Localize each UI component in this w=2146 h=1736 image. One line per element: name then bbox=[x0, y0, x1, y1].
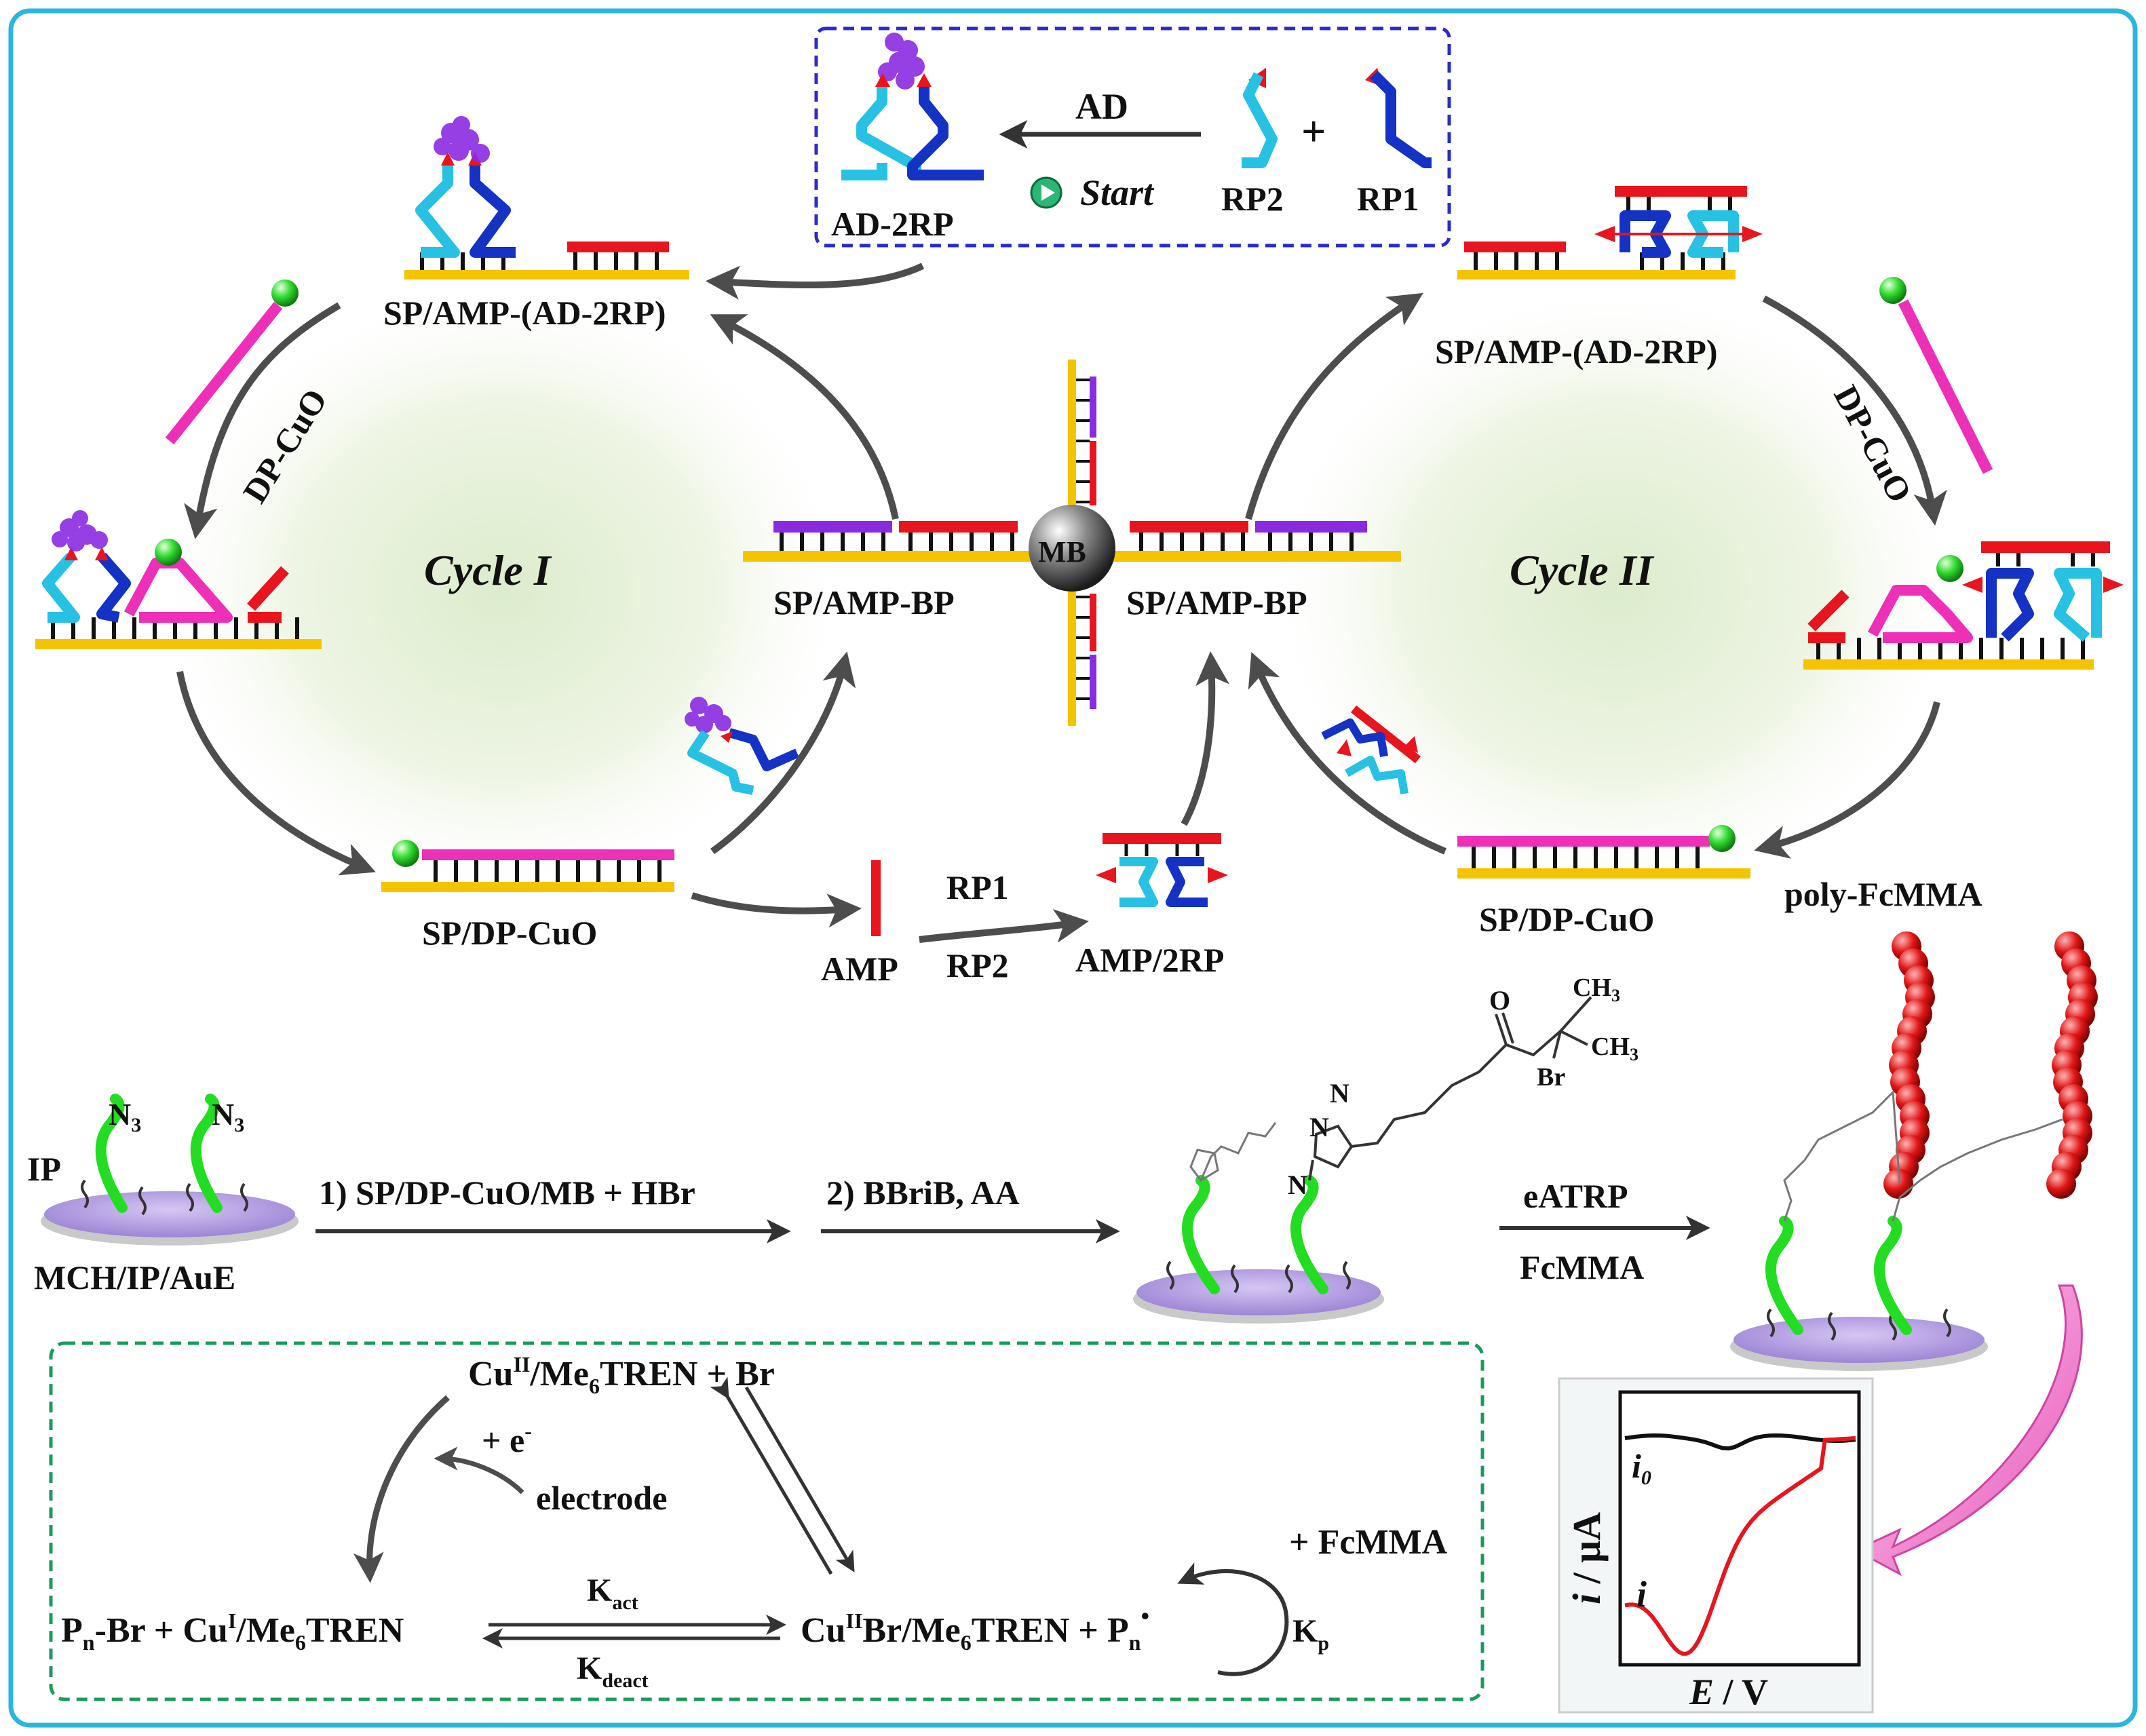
electrode-one bbox=[41, 1094, 299, 1246]
triazole-n-b: N bbox=[1330, 1078, 1349, 1108]
poly-fcmma-chain-left bbox=[1883, 931, 1935, 1199]
pointer-icon bbox=[1853, 1284, 2083, 1577]
arrow-reduction bbox=[353, 1395, 450, 1583]
amp-2rp-label: AMP/2RP bbox=[1075, 941, 1224, 979]
arrow-box-to-cycle-one bbox=[706, 263, 925, 300]
mechanism-box bbox=[49, 1341, 1484, 1701]
rp1-strand-glyph bbox=[1365, 68, 1432, 168]
assembly-box bbox=[814, 26, 1451, 248]
rp1-label: RP1 bbox=[1357, 180, 1419, 218]
ch3-label-b: CH3 bbox=[1591, 1033, 1639, 1064]
chart-y-label: i / μA bbox=[1565, 1512, 1609, 1604]
arrow-bp-to-cycle-one-top bbox=[710, 314, 899, 520]
i0-label: i0 bbox=[1632, 1447, 1651, 1489]
arrow-cycle-two-bottom-to-bp bbox=[1248, 652, 1446, 855]
poly-fcmma-label: poly-FcMMA bbox=[1784, 875, 1982, 913]
equilibrium-diagonal-up bbox=[710, 1376, 833, 1575]
start-label: Start bbox=[1080, 172, 1155, 213]
pn-br-cu1-label: Pn-Br + CuI/Me6TREN bbox=[61, 1608, 404, 1655]
step-one-label: 1) SP/DP-CuO/MB + HBr bbox=[319, 1174, 695, 1212]
n3-label-a: N3 bbox=[109, 1097, 141, 1136]
dpv-chart bbox=[1558, 1377, 1874, 1714]
dp-cuo-probe-left bbox=[165, 279, 299, 444]
curve-baseline bbox=[1624, 1433, 1856, 1451]
chart-x-label: E / V bbox=[1689, 1672, 1768, 1712]
cycle-one-left-construct bbox=[35, 510, 322, 649]
arrow-electron bbox=[434, 1446, 524, 1494]
cycle-one-top-construct bbox=[404, 116, 689, 279]
poly-fcmma-chain-right bbox=[2046, 931, 2098, 1199]
cycle-two-top-label: SP/AMP-(AD-2RP) bbox=[1435, 332, 1718, 370]
cycle-one-glow bbox=[149, 278, 855, 902]
electrode-label: electrode bbox=[536, 1479, 667, 1517]
center-rp2-label: RP2 bbox=[946, 946, 1009, 984]
amp-2rp-complex-glyph bbox=[1096, 833, 1228, 907]
ad-label: AD bbox=[1075, 86, 1128, 127]
left-bp-label: SP/AMP-BP bbox=[773, 583, 955, 621]
dp-cuo-probe-right bbox=[1879, 277, 1993, 474]
cycle-one-top-label: SP/AMP-(AD-2RP) bbox=[383, 294, 666, 332]
cycle-two-glow bbox=[1262, 278, 1968, 902]
cycle-two-top-construct bbox=[1457, 186, 1763, 279]
arrow-cycle-one-bottom-to-bp bbox=[710, 651, 856, 855]
arrow-2rp-to-bp bbox=[1181, 651, 1230, 826]
cycle-two-right-construct bbox=[1803, 541, 2124, 670]
carbonyl-o-label: O bbox=[1489, 985, 1510, 1016]
plus-electron-label: + e- bbox=[482, 1419, 532, 1459]
ip-label: IP bbox=[27, 1150, 61, 1188]
n3-label-b: N3 bbox=[212, 1097, 244, 1136]
i-label: i bbox=[1636, 1574, 1647, 1615]
fcmma-label: FcMMA bbox=[1520, 1248, 1644, 1286]
arrow-cycle-two-top-to-right bbox=[1762, 295, 1947, 526]
equilibrium-diagonal-down bbox=[744, 1386, 855, 1573]
cycle-two-name: Cycle II bbox=[1510, 546, 1655, 594]
rp2-label: RP2 bbox=[1221, 180, 1284, 218]
eatrp-label: eATRP bbox=[1523, 1177, 1628, 1215]
k-p-label: Kp bbox=[1292, 1613, 1329, 1655]
ad-2rp-label: AD-2RP bbox=[831, 205, 954, 243]
arrow-to-amp bbox=[691, 892, 862, 928]
arrow-cycle-one-top-to-left bbox=[184, 302, 341, 539]
amp-strand-glyph bbox=[871, 860, 881, 936]
curve-signal bbox=[1624, 1436, 1856, 1656]
br-label: Br bbox=[1537, 1063, 1565, 1092]
start-icon bbox=[1030, 176, 1062, 209]
propagation-arrow bbox=[1177, 1562, 1289, 1676]
center-bead-assembly bbox=[743, 360, 1401, 726]
k-act-label: Kact bbox=[587, 1573, 638, 1614]
released-ad-2rp-glyph bbox=[685, 697, 799, 795]
cycle-one-bottom-construct bbox=[381, 840, 674, 892]
triazole-n-c: N bbox=[1288, 1170, 1307, 1200]
step-two-label: 2) BBriB, AA bbox=[826, 1174, 1020, 1212]
ad-2rp-complex-glyph bbox=[841, 33, 984, 180]
triazole-n-a: N bbox=[1309, 1112, 1329, 1142]
cu2br-pn-label: CuIIBr/Me6TREN + Pn• bbox=[801, 1602, 1149, 1655]
arrow-cycle-two-right-to-bottom bbox=[1754, 701, 1940, 859]
ch3-label-a: CH3 bbox=[1573, 973, 1620, 1005]
cycle-one-name: Cycle I bbox=[424, 546, 552, 594]
k-deact-label: Kdeact bbox=[577, 1651, 649, 1692]
electrode-two bbox=[1133, 996, 1592, 1324]
right-bp-label: SP/AMP-BP bbox=[1126, 583, 1307, 621]
mch-ip-aue-label: MCH/IP/AuE bbox=[34, 1258, 235, 1296]
plus-fcmma-label: + FcMMA bbox=[1289, 1523, 1448, 1562]
plus-label: + bbox=[1301, 107, 1326, 155]
cycle-two-bottom-construct bbox=[1457, 825, 1750, 879]
arrow-amp-to-2rp bbox=[919, 909, 1089, 943]
mb-label: MB bbox=[1038, 535, 1086, 568]
released-amp-2rp-glyph bbox=[1321, 705, 1421, 794]
cycle-two-bottom-label: SP/DP-CuO bbox=[1479, 900, 1654, 938]
center-rp1-label: RP1 bbox=[946, 868, 1009, 906]
arrow-cycle-one-left-to-bottom bbox=[176, 671, 376, 876]
electrode-three bbox=[1730, 1089, 2063, 1371]
amp-label: AMP bbox=[821, 950, 898, 988]
cu2-me6tren-br-label: CuII/Me6TREN + Br bbox=[468, 1352, 775, 1398]
arrow-bp-to-cycle-two-top bbox=[1245, 292, 1423, 520]
rp2-strand-glyph bbox=[1242, 68, 1278, 168]
cycle-one-bottom-label: SP/DP-CuO bbox=[422, 914, 597, 952]
bead-icon bbox=[1029, 505, 1115, 592]
